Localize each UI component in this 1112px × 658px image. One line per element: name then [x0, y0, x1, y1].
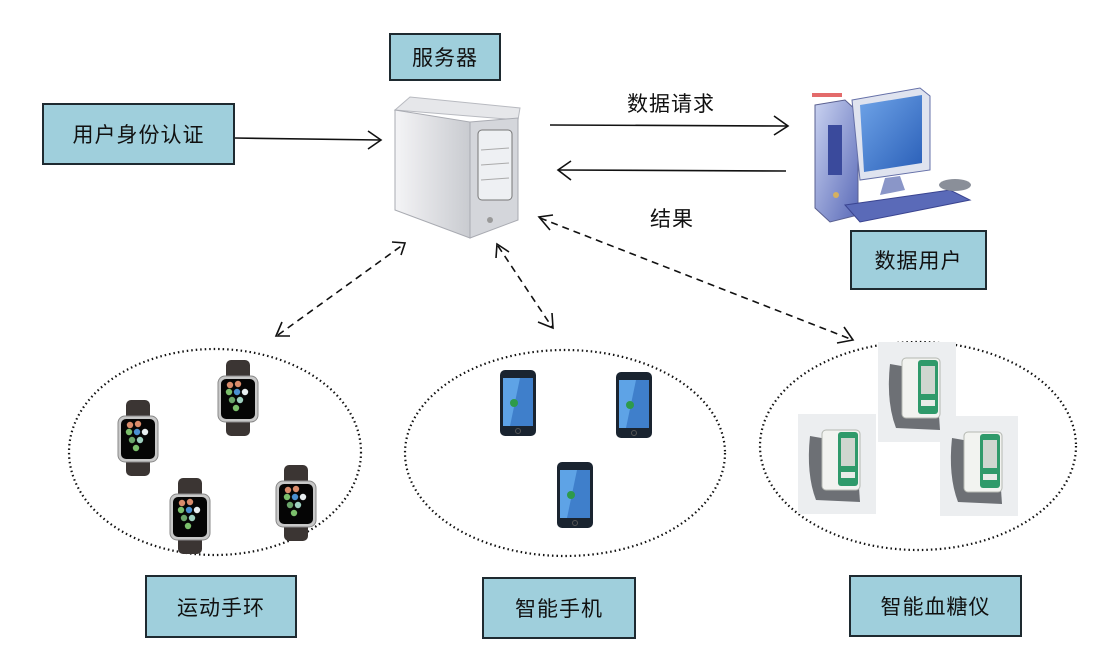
- phone-server-dashed-arrow: [495, 242, 554, 330]
- band-group-ellipse: [67, 347, 363, 557]
- smartphone-icon: [557, 462, 593, 528]
- smart-watch-icon: [169, 478, 211, 554]
- auth-label-box: 用户身份认证: [42, 103, 235, 165]
- phone-label-box: 智能手机: [482, 577, 636, 639]
- smart-watch-icon: [275, 465, 317, 541]
- server-label-box: 服务器: [389, 33, 501, 81]
- server-icon: [393, 96, 521, 239]
- smart-watch-icon: [217, 360, 259, 436]
- glucose-server-dashed-arrow: [537, 214, 855, 344]
- request-label: 数据请求: [627, 92, 715, 116]
- result-label: 结果: [650, 207, 694, 231]
- smart-watch-icon: [117, 400, 159, 476]
- result-arrow: [556, 160, 787, 181]
- band-server-dashed-arrow: [274, 241, 407, 337]
- glucose-meter-icon: [940, 416, 1018, 516]
- glucose-meter-icon: [798, 414, 876, 514]
- request-arrow: [549, 115, 790, 136]
- glucose-group-ellipse: [758, 340, 1078, 552]
- smartphone-icon: [616, 372, 652, 438]
- glucose-label-box: 智能血糖仪: [849, 575, 1022, 637]
- desktop-computer-icon: [812, 87, 972, 223]
- auth-to-server-arrow: [233, 130, 383, 150]
- smartphone-icon: [500, 370, 536, 436]
- band-label-box: 运动手环: [145, 575, 297, 638]
- phone-group-ellipse: [403, 348, 727, 558]
- data-user-label-box: 数据用户: [850, 230, 987, 290]
